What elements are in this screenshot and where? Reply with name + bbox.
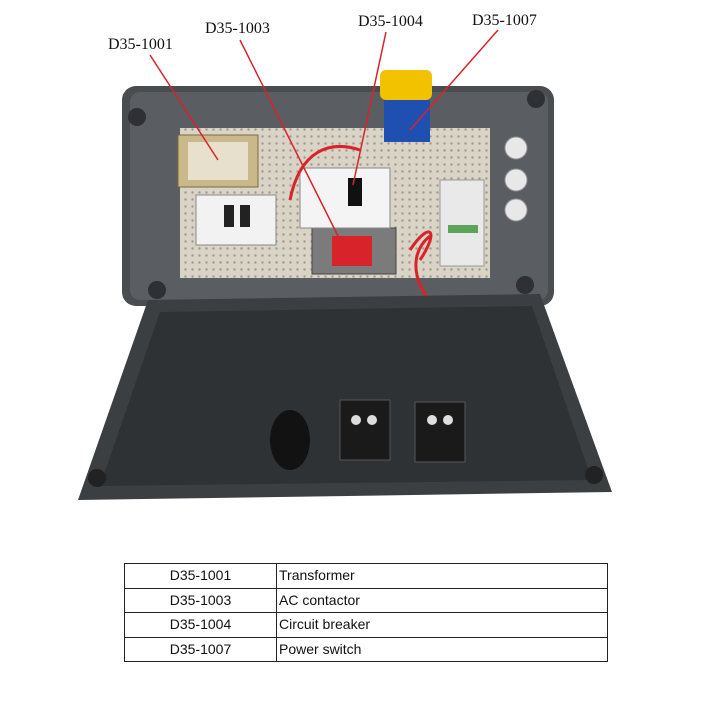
part-description: AC contactor <box>276 587 608 613</box>
leader-line-1007 <box>409 29 499 131</box>
callout-d35-1003: D35-1003 <box>205 20 270 37</box>
power-switch <box>380 70 432 142</box>
part-description: Circuit breaker <box>276 612 608 638</box>
buttons-lower <box>270 399 466 470</box>
backplate <box>180 128 490 278</box>
part-code: D35-1003 <box>124 587 277 613</box>
table-row: D35-1003 AC contactor <box>124 587 608 613</box>
callout-d35-1004: D35-1004 <box>358 13 423 30</box>
table-row: D35-1001 Transformer <box>124 563 608 589</box>
table-row: D35-1007 Power switch <box>124 636 608 662</box>
part-code: D35-1007 <box>124 636 277 662</box>
parts-table: D35-1001 Transformer D35-1003 AC contact… <box>124 563 608 662</box>
leader-line-1003 <box>239 39 346 251</box>
transformer <box>177 134 259 188</box>
callout-d35-1001: D35-1001 <box>108 36 173 53</box>
leader-line-1004 <box>352 31 387 186</box>
part-description: Power switch <box>276 636 608 662</box>
table-row: D35-1004 Circuit breaker <box>124 612 608 638</box>
ac-contactor <box>311 227 397 275</box>
leader-lines <box>149 29 499 251</box>
part-code: D35-1004 <box>124 612 277 638</box>
part-description: Transformer <box>276 563 608 589</box>
circuit-breaker <box>299 167 391 229</box>
part-code: D35-1001 <box>124 563 277 589</box>
terminal-block <box>439 179 485 267</box>
control-box-photo <box>78 29 612 500</box>
enclosure-lower <box>78 294 612 500</box>
leader-line-1001 <box>149 54 219 161</box>
callout-d35-1007: D35-1007 <box>472 12 537 29</box>
small-breakers <box>195 194 277 246</box>
